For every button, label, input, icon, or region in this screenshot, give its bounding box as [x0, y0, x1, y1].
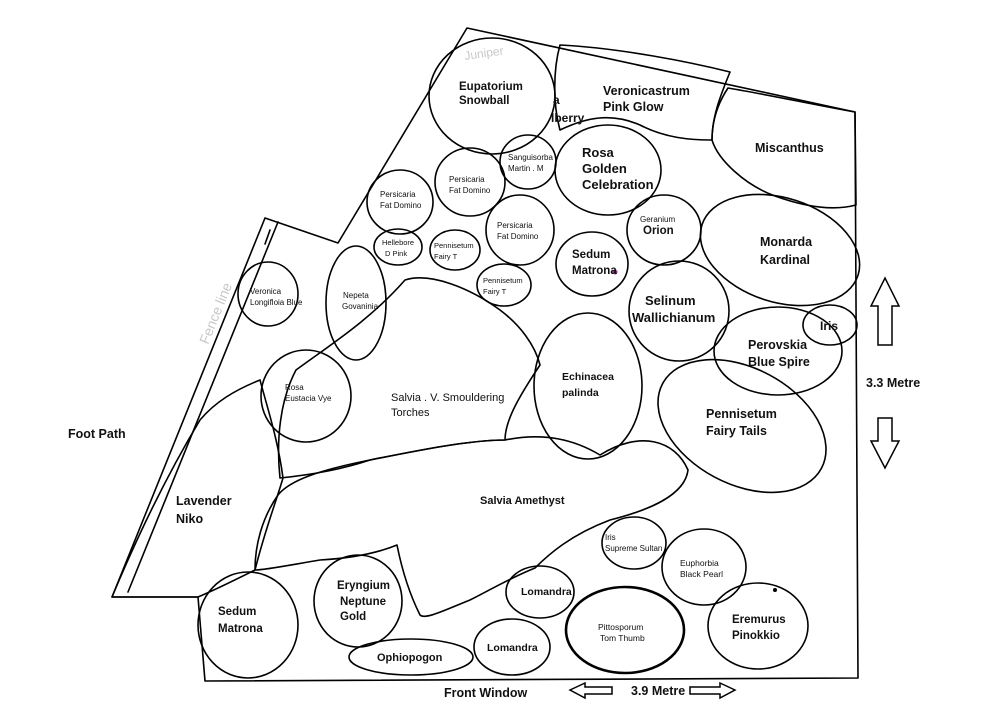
geranium-circle	[626, 194, 702, 266]
footpath-label: Foot Path	[68, 427, 126, 441]
width-label: 3.9 Metre	[631, 684, 685, 698]
lomandra-circle-1	[505, 565, 575, 619]
label-geranium: Geranium Orion	[640, 215, 677, 237]
label-hellebore: Hellebore D Pink	[382, 238, 416, 258]
label-pittosporum: Pittosporum Tom Thumb	[598, 622, 646, 643]
inner-boundary-line	[127, 221, 279, 593]
ophiopogon-circle	[348, 638, 474, 676]
rosa-eustacia-circle	[260, 349, 352, 443]
veronicastrum-bed	[553, 44, 731, 141]
pennisetum-small-circle-2	[476, 263, 532, 307]
label-persicaria-1: Persicaria Fat Domino	[449, 175, 491, 195]
rosa-golden-circle	[554, 124, 662, 216]
pennisetum-small-circle-1	[429, 229, 481, 271]
miscanthus-bed	[711, 87, 857, 209]
right-arrow-icon	[689, 681, 737, 700]
lavender-bed	[111, 379, 284, 598]
label-nepeta: Nepeta Govaninia	[342, 291, 379, 311]
nepeta-circle	[325, 245, 387, 361]
monarda-bed	[699, 193, 861, 307]
label-sanguisorba: Sanguisorba Martin . M	[508, 153, 555, 173]
label-eryngium: Eryngium Neptune Gold	[337, 580, 393, 623]
salvia-torches-bed	[277, 277, 541, 479]
faint-note-fence: Fence line	[196, 280, 235, 346]
perovskia-circle	[713, 306, 843, 396]
label-monarda: Monarda Kardinal	[760, 235, 816, 267]
sedum-bottom-circle	[197, 571, 299, 679]
salvia-amethyst-bed	[254, 436, 689, 618]
label-lomandra-1: Lomandra	[521, 586, 572, 598]
eremurus-circle	[707, 582, 809, 670]
label-rosa-eustacia: Rosa Eustacia Vye	[285, 383, 332, 403]
label-persicaria-3: Persicaria Fat Domino	[497, 221, 539, 241]
label-pennisetum-small-2: Pennisetum Fairy T	[483, 276, 525, 296]
pennisetum-fairy-tails-bed	[657, 358, 827, 494]
label-veronica: Veronica Longifloia Blue	[250, 287, 303, 307]
label-sedum-top: Sedum Matrona	[572, 249, 617, 277]
label-lomandra-2: Lomandra	[487, 642, 538, 654]
label-perovskia: Perovskia Blue Spire	[748, 338, 811, 369]
front-window-label: Front Window	[444, 686, 527, 700]
label-pennisetum-fairy: Pennisetum Fairy Tails	[706, 407, 780, 438]
persicaria-circle-2	[366, 169, 434, 235]
label-echinacea: Echinacea palinda	[562, 371, 617, 399]
pittosporum-circle	[564, 585, 686, 675]
sedum-top-circle	[555, 231, 629, 297]
persicaria-circle-3	[485, 194, 555, 266]
faint-note-juniper: Juniper	[463, 44, 504, 63]
eupatorium-circle	[428, 37, 556, 155]
sedum-top-dot	[612, 269, 618, 275]
euphorbia-circle	[661, 528, 747, 606]
iris-sultan-circle	[601, 516, 667, 570]
lomandra-circle-2	[473, 618, 551, 676]
selinum-circle	[628, 260, 730, 362]
label-persicaria-2: Persicaria Fat Domino	[380, 190, 422, 210]
boundary-tick	[264, 229, 271, 245]
down-arrow-icon	[869, 417, 901, 470]
label-sedum-bottom: Sedum Matrona	[218, 606, 263, 635]
label-pennisetum-small-1: Pennisetum Fairy T	[434, 241, 476, 261]
up-arrow-icon	[869, 276, 901, 346]
label-eupatorium: Eupatorium Snowball	[459, 81, 526, 107]
label-miscanthus: Miscanthus	[755, 141, 824, 155]
label-rosa-golden: Rosa Golden Celebration	[582, 145, 654, 192]
marker-dot	[773, 588, 777, 592]
label-veronicastrum: Veronicastrum Pink Glow	[603, 84, 693, 114]
label-mulberry-fragment: a lberry	[551, 93, 585, 125]
hellebore-circle	[373, 228, 423, 266]
label-lavender: Lavender Niko	[176, 494, 235, 526]
label-eremurus: Eremurus Pinokkio	[732, 614, 789, 642]
label-ophiopogon: Ophiopogon	[377, 652, 443, 664]
iris-top-circle	[802, 304, 858, 346]
depth-label: 3.3 Metre	[866, 376, 920, 390]
label-euphorbia: Euphorbia Black Pearl	[680, 558, 723, 579]
label-selinum: Selinum Wallichianum	[632, 293, 715, 325]
persicaria-circle-1	[434, 147, 506, 217]
echinacea-circle	[533, 312, 643, 460]
label-salvia-amethyst: Salvia Amethyst	[480, 495, 565, 507]
label-salvia-torches: Salvia . V. Smouldering Torches	[391, 392, 507, 419]
label-iris-top: Iris	[820, 319, 838, 333]
veronica-circle	[237, 261, 299, 327]
label-iris-sultan: Iris Supreme Sultan	[605, 533, 662, 553]
left-arrow-icon	[568, 681, 613, 700]
